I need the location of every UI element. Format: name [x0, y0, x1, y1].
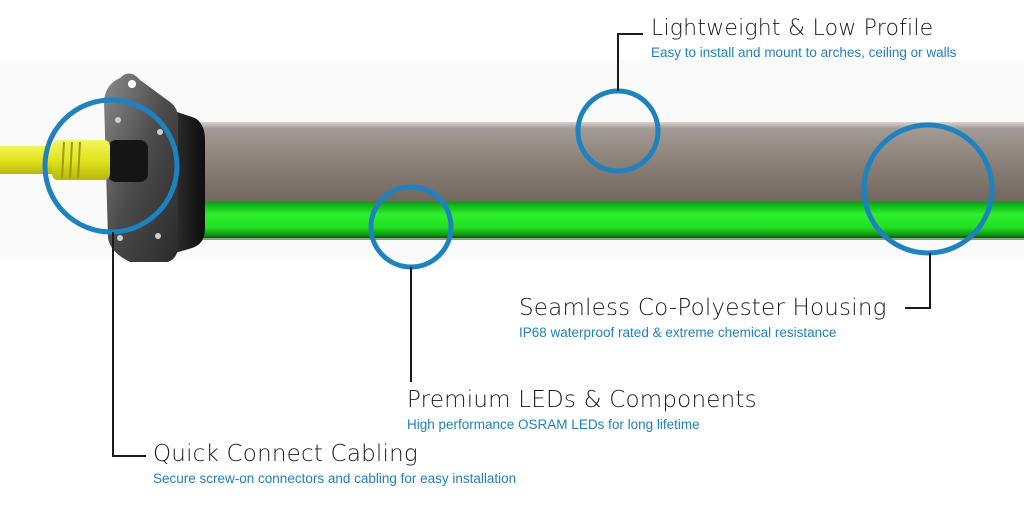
- mounting-hole: [128, 80, 136, 88]
- leader-line-cabling: [112, 232, 146, 457]
- housing-body: [190, 122, 1024, 204]
- callout-title: Lightweight & Low Profile: [651, 16, 934, 41]
- leader-line-lightweight: [617, 33, 643, 91]
- connector-ridge: [61, 141, 65, 179]
- led-strip: [188, 202, 1024, 238]
- callout-title: Seamless Co-Polyester Housing: [519, 295, 887, 321]
- screw: [115, 117, 121, 123]
- screw: [157, 129, 163, 135]
- screw: [117, 235, 123, 241]
- callout-title: Quick Connect Cabling: [153, 441, 418, 467]
- connector-ridge: [69, 141, 73, 179]
- cable-connector: [52, 140, 110, 180]
- yellow-cable: [0, 146, 60, 174]
- callout-description: Easy to install and mount to arches, cei…: [651, 45, 957, 60]
- callout-title: Premium LEDs & Components: [407, 387, 757, 413]
- callout-housing: Seamless Co-Polyester Housing IP68 water…: [519, 295, 887, 340]
- led-strip-shadow: [188, 236, 1024, 240]
- callout-description: High performance OSRAM LEDs for long lif…: [407, 417, 700, 432]
- callout-leds: Premium LEDs & Components High performan…: [407, 387, 757, 432]
- callout-circle-cabling: [42, 97, 180, 235]
- leader-line-housing: [905, 253, 931, 309]
- callout-lightweight: Lightweight & Low Profile Easy to instal…: [651, 16, 956, 60]
- callout-description: Secure screw-on connectors and cabling f…: [153, 471, 517, 486]
- callout-description: IP68 waterproof rated & extreme chemical…: [519, 325, 837, 340]
- callout-cabling: Quick Connect Cabling Secure screw-on co…: [153, 441, 516, 486]
- screw: [155, 233, 161, 239]
- connector-ridge: [77, 141, 81, 179]
- connector-socket: [108, 140, 148, 182]
- callout-circle-housing: [861, 122, 995, 256]
- floor-fade: [0, 262, 1024, 322]
